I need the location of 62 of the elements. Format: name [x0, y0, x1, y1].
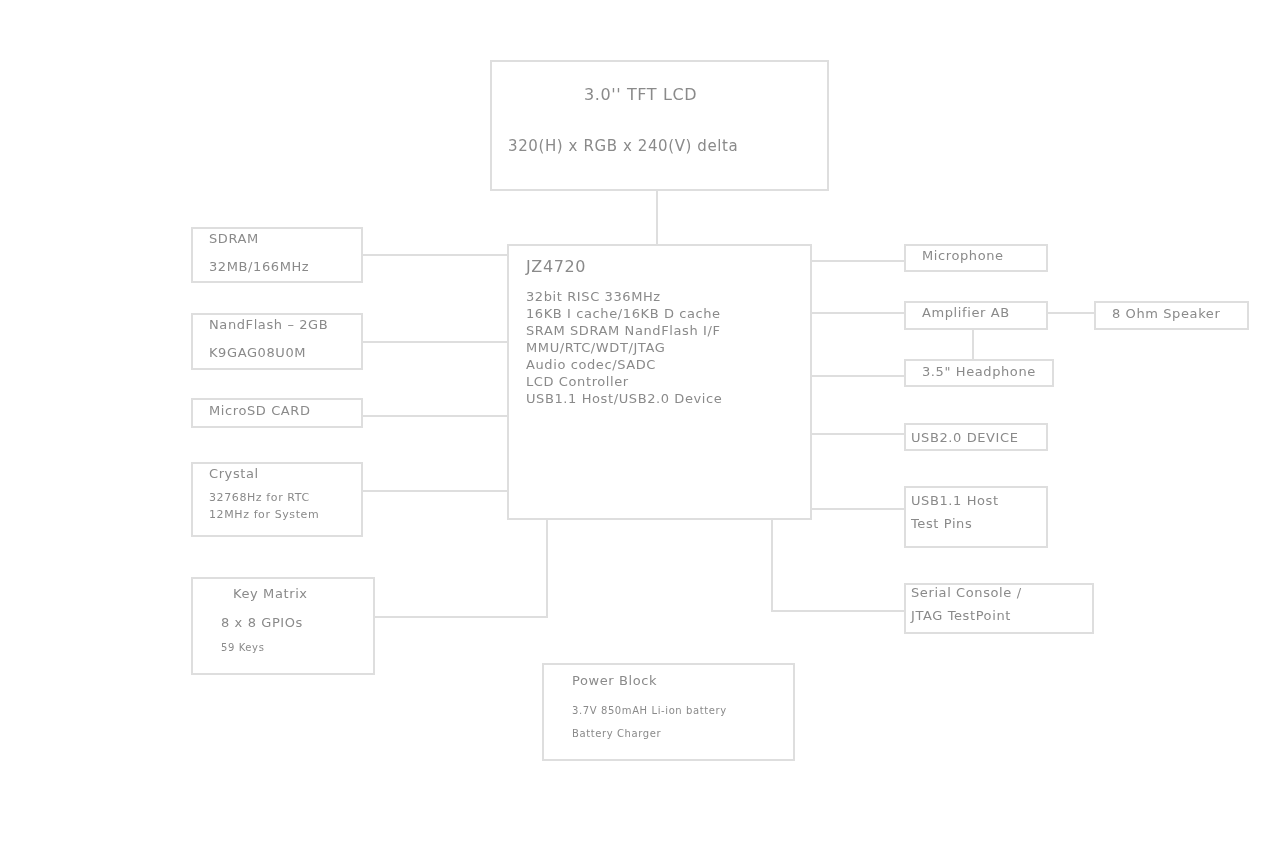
connector-line [811, 312, 905, 314]
component-title: Key Matrix [233, 587, 308, 602]
component-spec: 3.7V 850mAH Li-ion battery [572, 705, 727, 717]
component-spec: 32768Hz for RTC [209, 492, 310, 505]
component-title: USB2.0 DEVICE [911, 431, 1019, 446]
component-title: Serial Console / [911, 586, 1022, 601]
component-title: Power Block [572, 674, 658, 689]
component-spec: JTAG TestPoint [911, 609, 1011, 624]
component-spec: 32MB/166MHz [209, 260, 310, 275]
component-spec: USB1.1 Host/USB2.0 Device [526, 392, 723, 407]
component-title: 3.5" Headphone [922, 365, 1036, 380]
component-box [904, 423, 1048, 451]
component-box [191, 577, 375, 675]
component-title: MicroSD CARD [209, 404, 311, 419]
connector-line [1047, 312, 1095, 314]
connector-line [811, 433, 905, 435]
component-box [542, 663, 795, 761]
component-title: Amplifier AB [922, 306, 1010, 321]
component-box [904, 583, 1094, 634]
component-spec: Test Pins [911, 517, 973, 532]
connector-line [374, 519, 548, 618]
component-spec: 59 Keys [221, 642, 265, 654]
component-spec: Battery Charger [572, 728, 662, 740]
component-spec: K9GAG08U0M [209, 346, 307, 361]
component-title: SDRAM [209, 232, 259, 247]
component-box [490, 60, 829, 191]
component-box [191, 398, 363, 428]
connector-line [972, 329, 974, 360]
component-spec: Audio codec/SADC [526, 358, 657, 373]
connector-line [362, 490, 508, 492]
component-title: 3.0'' TFT LCD [584, 86, 698, 105]
connector-line [811, 375, 905, 377]
connector-line [771, 519, 905, 612]
component-spec: LCD Controller [526, 375, 629, 390]
connector-line [362, 254, 508, 256]
component-title: 8 Ohm Speaker [1112, 307, 1221, 322]
component-box [1094, 301, 1249, 330]
connector-line [811, 260, 905, 262]
component-title: Microphone [922, 249, 1004, 264]
component-box [904, 359, 1054, 387]
component-box [904, 244, 1048, 272]
component-box [191, 462, 363, 537]
component-spec: 12MHz for System [209, 509, 320, 522]
component-title: Crystal [209, 467, 259, 482]
component-title: JZ4720 [526, 258, 586, 277]
component-spec: 32bit RISC 336MHz [526, 290, 661, 305]
component-box [904, 486, 1048, 548]
component-spec: 8 x 8 GPIOs [221, 616, 303, 631]
component-title: USB1.1 Host [911, 494, 999, 509]
connector-line [362, 415, 508, 417]
connector-line [656, 190, 658, 245]
connector-line [811, 508, 905, 510]
connector-line [362, 341, 508, 343]
component-box [191, 313, 363, 370]
component-box [507, 244, 812, 520]
component-title: NandFlash – 2GB [209, 318, 329, 333]
component-spec: 16KB I cache/16KB D cache [526, 307, 721, 322]
component-spec: SRAM SDRAM NandFlash I/F [526, 324, 721, 339]
component-box [191, 227, 363, 283]
component-spec: MMU/RTC/WDT/JTAG [526, 341, 666, 356]
component-spec: 320(H) x RGB x 240(V) delta [508, 138, 739, 156]
component-box [904, 301, 1048, 330]
